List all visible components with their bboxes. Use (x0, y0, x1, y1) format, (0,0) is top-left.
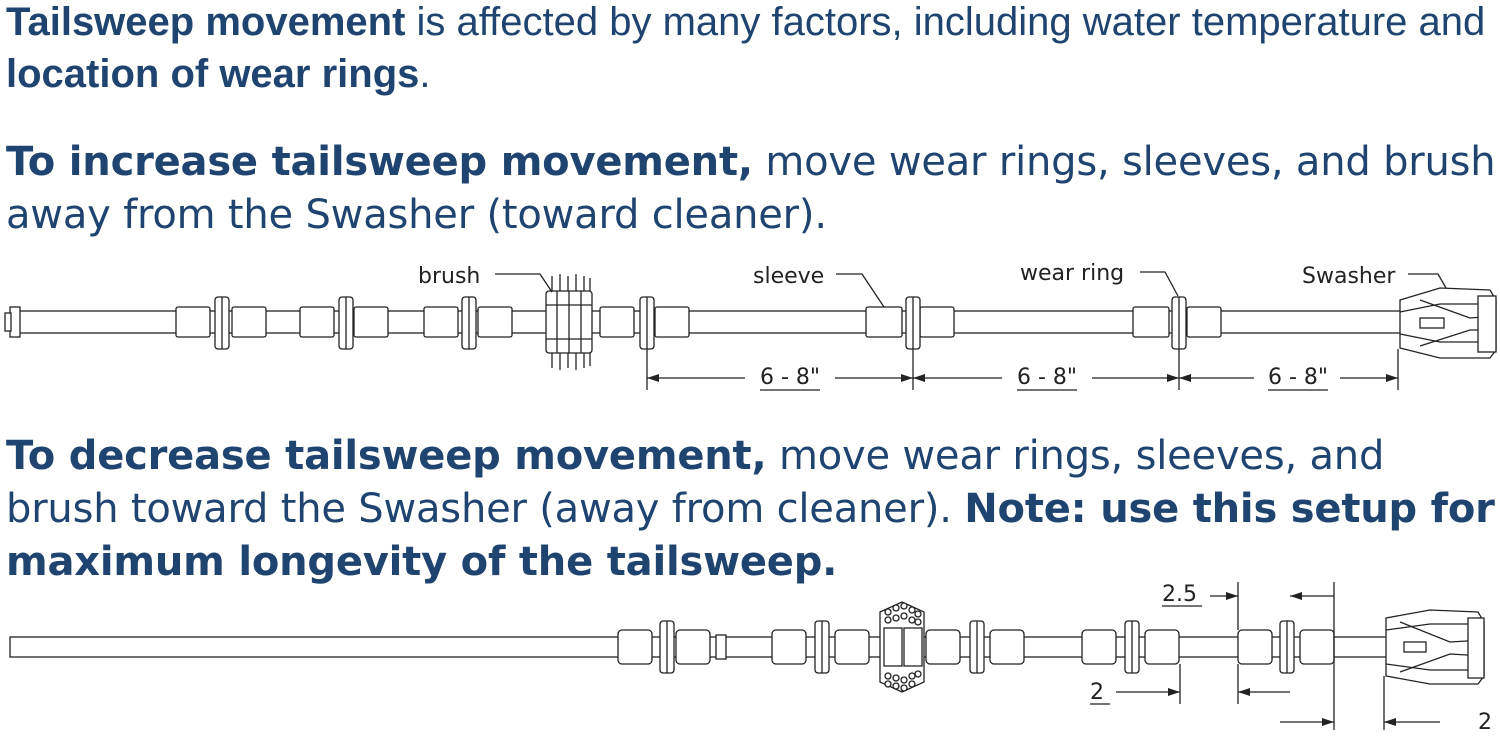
diagram2-labels: 2.5 2 2 (1090, 582, 1492, 735)
label-sleeve: sleeve (753, 264, 824, 289)
intro-bold-1: Tailsweep movement (6, 0, 406, 44)
decrease-note: Note: use this setup for maximum longevi… (6, 486, 1495, 585)
label-wear-ring: wear ring (1020, 261, 1124, 286)
diagram1-parts (175, 274, 1222, 370)
increase-bold: To increase tailsweep movement, (6, 139, 753, 185)
swasher-2 (1385, 609, 1485, 685)
intro-bold-2: location of wear rings (6, 52, 420, 96)
sleeve (865, 306, 903, 338)
label-swasher: Swasher (1302, 264, 1396, 289)
brush-1 (545, 274, 593, 370)
decrease-text: move wear rings, sleeves, and brush towa… (6, 433, 1385, 532)
diagram-increase (4, 271, 1497, 391)
diagram-decrease (9, 582, 1485, 730)
diagram1-dimensions (646, 349, 1399, 391)
diagram1-leaders (495, 271, 1447, 308)
diagram2-parts (617, 601, 1335, 693)
intro-paragraph: Tailsweep movement is affected by many f… (6, 0, 1486, 100)
decrease-paragraph: To decrease tailsweep movement, move wea… (6, 430, 1496, 589)
diagram1-labels: brush sleeve wear ring Swasher 6 - 8" 6 … (418, 261, 1396, 390)
swasher-1 (1399, 287, 1497, 359)
brush-2 (879, 601, 925, 693)
dimension-2-5: 2.5 (1162, 582, 1197, 607)
diagram2-dimensions (1090, 582, 1440, 730)
intro-text-2: . (419, 52, 431, 96)
increase-paragraph: To increase tailsweep movement, move wea… (6, 136, 1496, 242)
increase-text: move wear rings, sleeves, and brush away… (6, 139, 1496, 238)
dimension-2: 6 - 8" (1017, 365, 1077, 390)
dimension-2-b: 2 (1478, 710, 1492, 735)
intro-text-1: is affected by many factors, including w… (405, 0, 1486, 44)
dimension-2-a: 2 (1090, 680, 1104, 705)
dimension-3: 6 - 8" (1268, 365, 1328, 390)
label-brush: brush (418, 264, 480, 289)
decrease-bold: To decrease tailsweep movement, (6, 433, 767, 479)
dimension-1: 6 - 8" (760, 365, 820, 390)
